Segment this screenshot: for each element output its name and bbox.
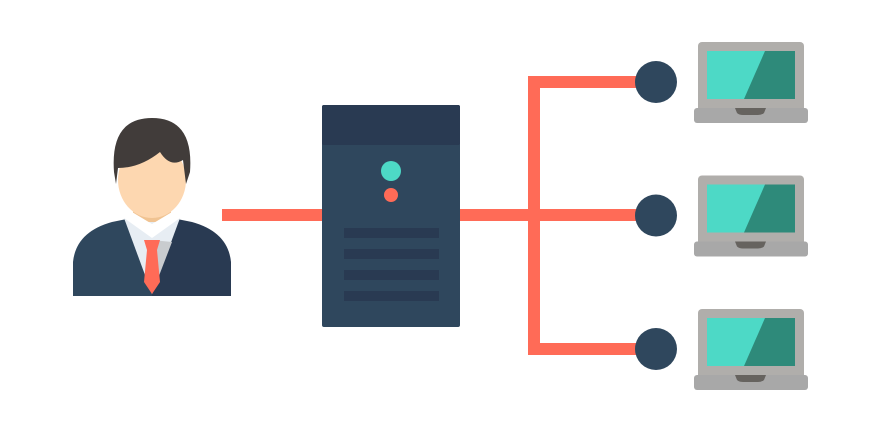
tie bbox=[144, 240, 160, 294]
user-server-link bbox=[222, 209, 324, 221]
laptop-notch bbox=[735, 241, 766, 249]
screen-reflection bbox=[744, 51, 795, 99]
connection-node bbox=[635, 328, 677, 370]
connection-node bbox=[635, 194, 677, 237]
server-slot bbox=[344, 291, 439, 301]
hub-client-3-link bbox=[528, 343, 640, 355]
server-status-light bbox=[381, 161, 401, 181]
server-power-light bbox=[384, 188, 398, 202]
server-hub-link bbox=[458, 209, 640, 221]
screen-reflection bbox=[744, 318, 795, 366]
clients bbox=[635, 42, 808, 390]
client-2 bbox=[635, 175, 808, 257]
connectors bbox=[222, 76, 640, 355]
client-3 bbox=[635, 309, 808, 390]
server-top bbox=[322, 105, 460, 145]
server-slot bbox=[344, 228, 439, 238]
laptop-icon bbox=[694, 309, 808, 390]
laptop-base bbox=[694, 375, 808, 390]
laptop-icon bbox=[694, 42, 808, 123]
hub-client-1-link bbox=[528, 76, 640, 88]
hub-vertical-link bbox=[528, 76, 540, 355]
user-icon bbox=[73, 118, 231, 296]
server-slot bbox=[344, 270, 439, 280]
client-1 bbox=[635, 42, 808, 123]
hair bbox=[113, 118, 191, 184]
laptop-icon bbox=[694, 175, 808, 257]
laptop-notch bbox=[735, 375, 766, 382]
server-icon bbox=[322, 105, 460, 327]
laptop-base bbox=[694, 241, 808, 257]
screen-reflection bbox=[744, 184, 795, 233]
laptop-notch bbox=[735, 108, 766, 115]
laptop-base bbox=[694, 108, 808, 123]
collar bbox=[124, 212, 180, 238]
connection-node bbox=[635, 61, 677, 103]
server-slot bbox=[344, 249, 439, 259]
